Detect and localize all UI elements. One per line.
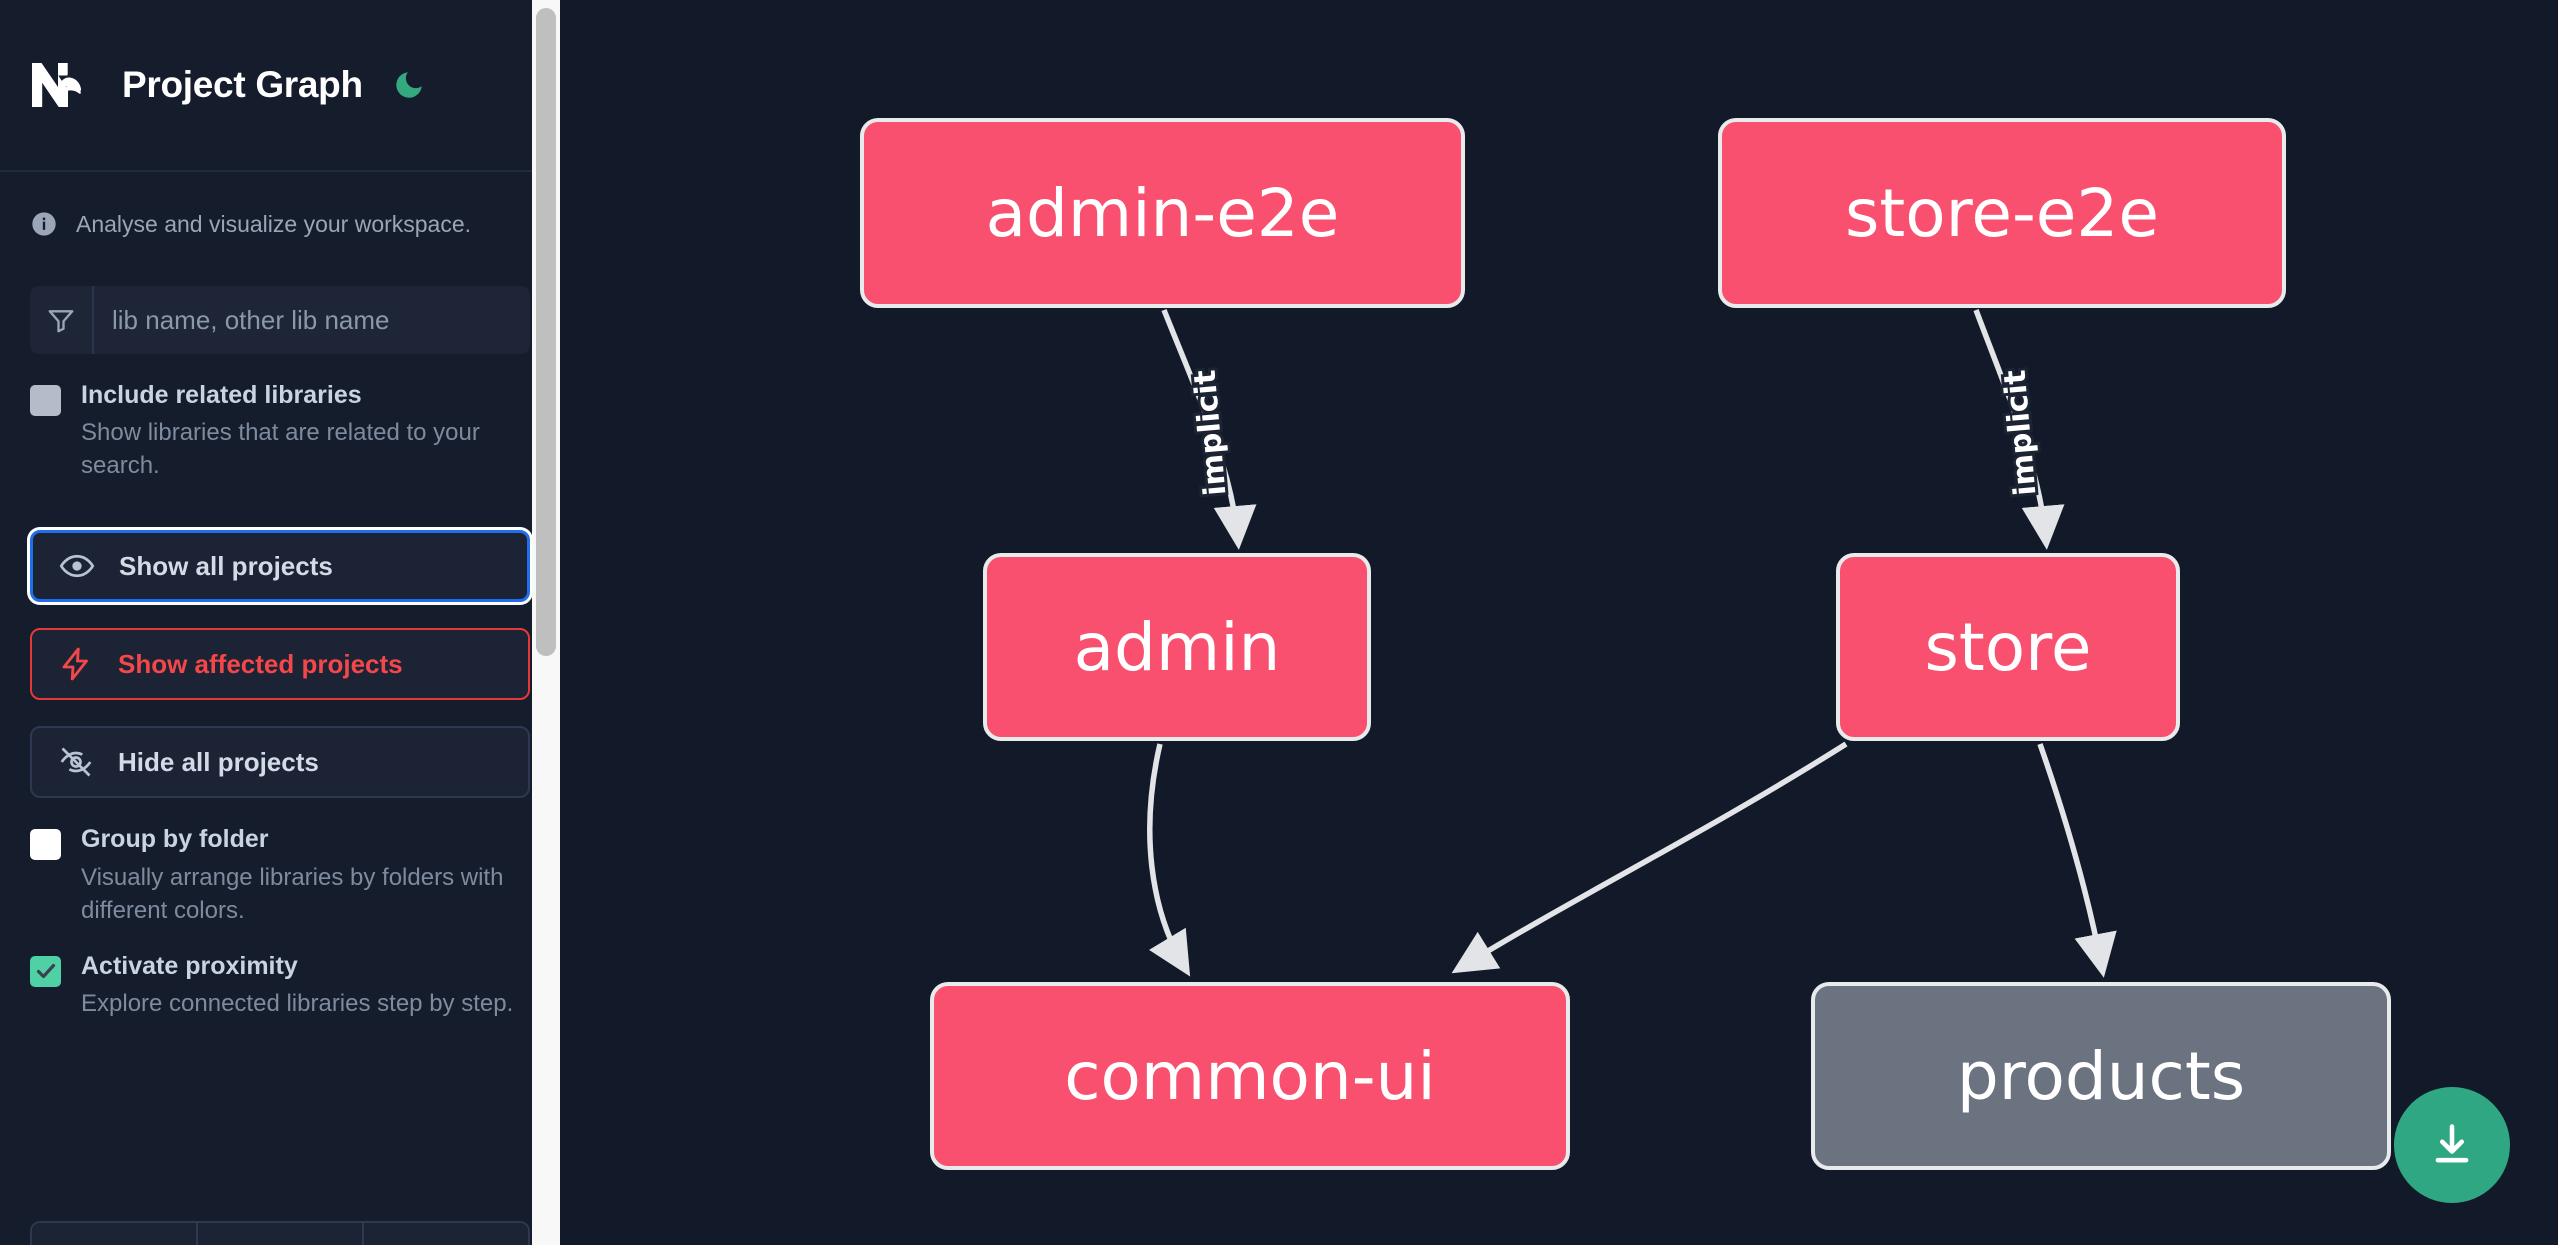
- graph-node-admin-e2e[interactable]: admin-e2e: [860, 118, 1465, 308]
- sidebar: Project Graph Analyse and visualize your…: [0, 0, 560, 1245]
- workspace-info: Analyse and visualize your workspace.: [30, 210, 530, 238]
- graph-canvas[interactable]: implicit implicit admin-e2e store-e2e ad…: [560, 0, 2558, 1245]
- workspace-info-text: Analyse and visualize your workspace.: [76, 210, 472, 237]
- checkbox-row-include-related-libraries[interactable]: Include related libraries Show libraries…: [30, 380, 530, 482]
- proximity-step-value[interactable]: [198, 1223, 364, 1245]
- edge-admin-common-ui: [1147, 743, 1191, 977]
- edge-store-products: [2037, 743, 2117, 978]
- activate-proximity-text: Activate proximity Explore connected lib…: [81, 951, 513, 1020]
- checkbox-label: Group by folder: [81, 825, 269, 854]
- checkbox-row-group-by-folder[interactable]: Group by folder Visually arrange librari…: [30, 824, 530, 926]
- moon-glyph: [396, 72, 422, 98]
- moon-icon[interactable]: [389, 65, 429, 105]
- edge-store-e2e-store: [1973, 309, 2065, 550]
- info-icon: [30, 210, 58, 238]
- eye-icon: [59, 548, 95, 584]
- edge-store-common-ui: [1451, 741, 1848, 974]
- edge-label-implicit-admin: implicit: [1188, 369, 1234, 498]
- download-image-button[interactable]: [2394, 1087, 2510, 1203]
- download-icon: [2435, 1124, 2469, 1163]
- node-label: admin-e2e: [985, 174, 1340, 252]
- check-icon: [36, 964, 55, 979]
- nx-logo: [32, 63, 82, 107]
- include-related-libraries-text: Include related libraries Show libraries…: [81, 380, 526, 482]
- show-all-projects-label: Show all projects: [119, 550, 333, 581]
- node-label: store-e2e: [1845, 174, 2159, 252]
- search-input[interactable]: [94, 286, 530, 354]
- group-by-folder-checkbox[interactable]: [30, 829, 61, 861]
- filter-box[interactable]: [30, 286, 530, 354]
- project-action-buttons: Show all projects Show affected projects: [30, 530, 530, 799]
- hide-all-projects-button[interactable]: Hide all projects: [30, 726, 530, 799]
- activate-proximity-checkbox[interactable]: [30, 955, 61, 987]
- graph-edges: implicit implicit: [1147, 308, 2117, 978]
- checkbox-label: Include related libraries: [81, 381, 362, 409]
- show-affected-projects-button[interactable]: Show affected projects: [30, 628, 530, 701]
- proximity-step-controls[interactable]: [30, 1221, 530, 1245]
- lightning-bolt-icon: [58, 646, 94, 682]
- sidebar-body: Analyse and visualize your workspace. In…: [0, 210, 560, 1245]
- checkbox-description: Explore connected libraries step by step…: [81, 990, 514, 1018]
- checkbox-description: Show libraries that are related to your …: [81, 419, 480, 480]
- graph-node-common-ui[interactable]: common-ui: [930, 982, 1570, 1170]
- group-by-folder-text: Group by folder Visually arrange librari…: [81, 824, 526, 926]
- node-label: admin: [1073, 608, 1281, 686]
- include-related-libraries-checkbox[interactable]: [30, 385, 61, 416]
- page-title: Project Graph: [122, 64, 363, 105]
- node-label: common-ui: [1064, 1037, 1436, 1115]
- sidebar-scrollbar-thumb[interactable]: [536, 8, 556, 656]
- filter-icon: [30, 286, 94, 354]
- edge-labels: implicit implicit: [1185, 366, 2047, 501]
- show-affected-projects-label: Show affected projects: [118, 648, 403, 679]
- sidebar-header: Project Graph: [0, 0, 560, 172]
- hide-all-projects-label: Hide all projects: [118, 746, 319, 777]
- node-label: products: [1956, 1037, 2246, 1115]
- proximity-step-increase[interactable]: [364, 1223, 528, 1245]
- graph-node-admin[interactable]: admin: [983, 553, 1371, 741]
- graph-node-products[interactable]: products: [1811, 982, 2391, 1170]
- edge-label-implicit-store: implicit: [1998, 369, 2044, 498]
- node-label: store: [1924, 608, 2092, 686]
- graph-node-store[interactable]: store: [1836, 553, 2180, 741]
- graph-node-store-e2e[interactable]: store-e2e: [1718, 118, 2286, 308]
- sidebar-scrollbar[interactable]: [532, 0, 560, 1245]
- checkbox-label: Activate proximity: [81, 951, 298, 980]
- checkbox-row-activate-proximity[interactable]: Activate proximity Explore connected lib…: [30, 951, 530, 1020]
- eye-off-icon: [58, 744, 94, 780]
- show-all-projects-button[interactable]: Show all projects: [30, 530, 530, 603]
- checkbox-description: Visually arrange libraries by folders wi…: [81, 863, 504, 924]
- edge-admin-e2e-admin: [1161, 308, 1257, 550]
- proximity-step-decrease[interactable]: [32, 1223, 198, 1245]
